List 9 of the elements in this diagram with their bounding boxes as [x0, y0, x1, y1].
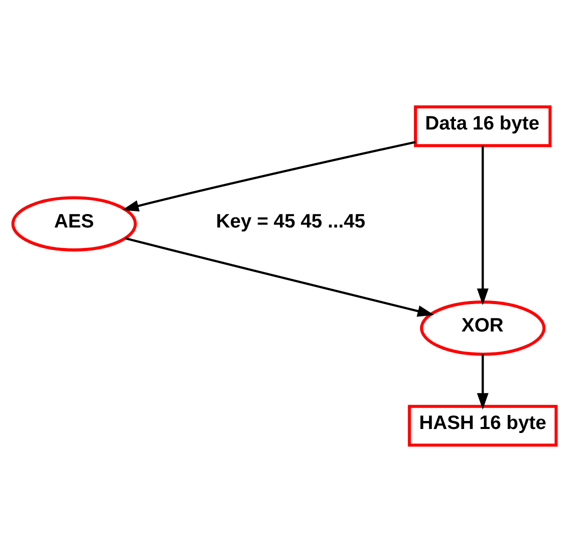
arrow [122, 140, 416, 212]
node-box: HASH 16 byte [408, 404, 558, 446]
arrow [476, 354, 489, 410]
node-ellipse: AES [11, 196, 137, 251]
node-box: Data 16 byte [414, 104, 552, 147]
arrow [476, 145, 489, 305]
node-label: Key = 45 45 ...45 [216, 210, 366, 232]
arrow [125, 236, 434, 316]
node-ellipse: XOR [420, 300, 546, 356]
